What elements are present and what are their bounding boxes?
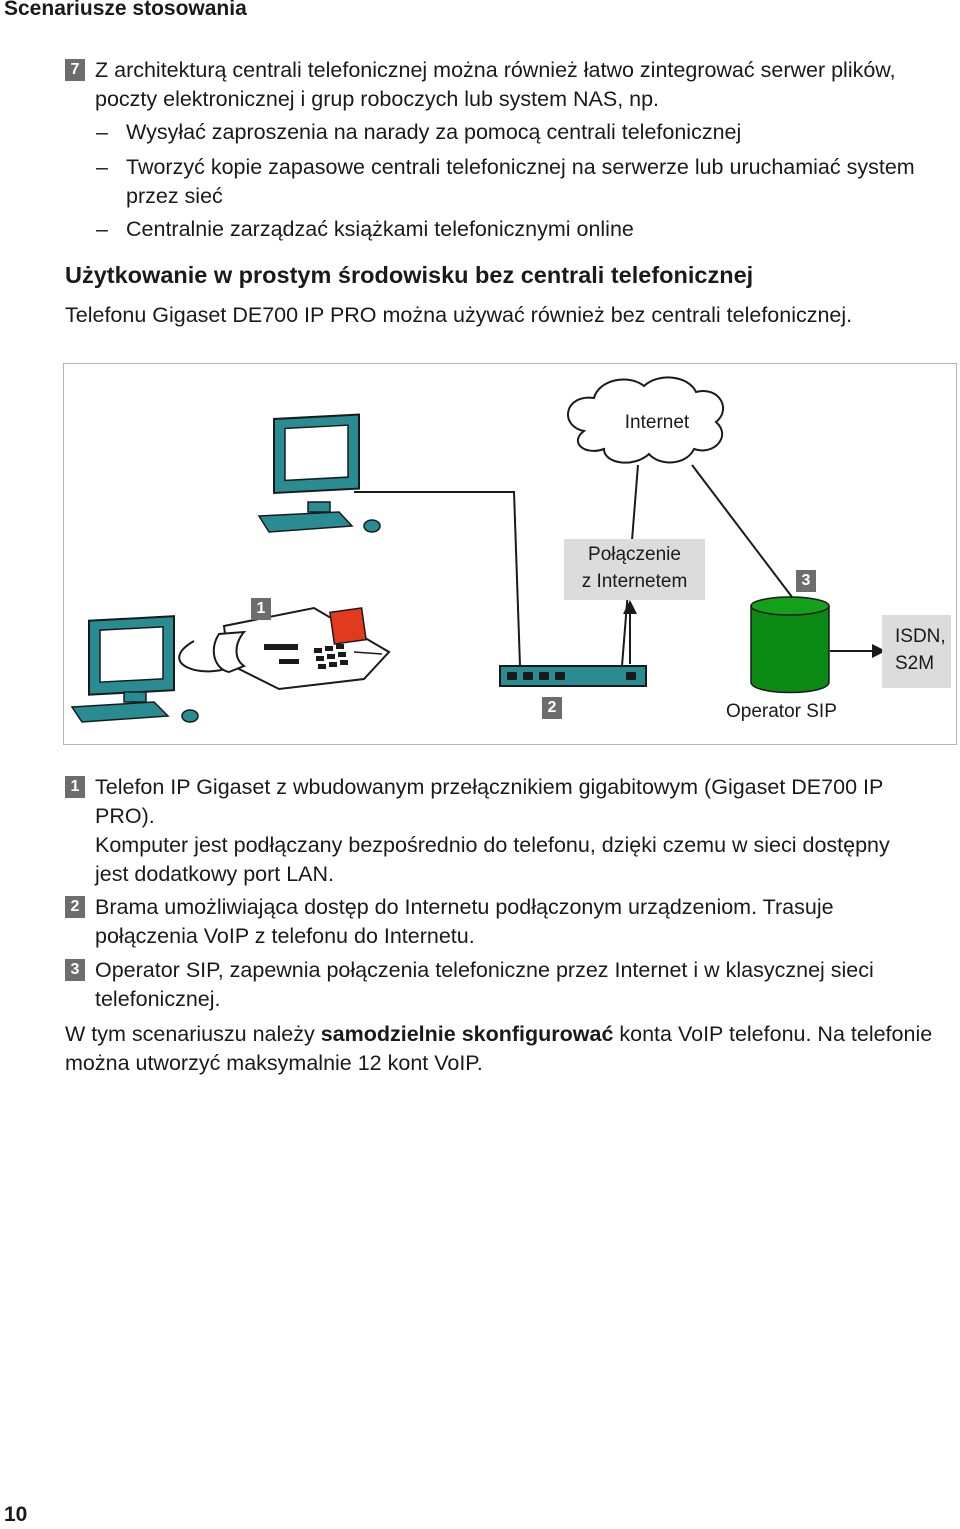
item-text-line: Z architekturą centrali telefonicznej mo… [95,58,896,82]
legend-text-line: połączenia VoIP z telefonu do Internetu. [95,924,475,948]
section-intro: Telefonu Gigaset DE700 IP PRO można używ… [65,303,853,327]
legend-item-1: 1 Telefon IP Gigaset z wbudowanym przełą… [65,773,955,889]
dash-bullet: – [96,120,108,144]
sip-operator-label: Operator SIP [726,701,837,722]
line-internet-to-operator [691,464,793,598]
legend-number-badge: 1 [65,776,85,798]
arrow-up-head [623,600,637,614]
connection-label-line: Połączenie [588,544,681,565]
diagram-badge-2: 2 [542,697,562,719]
connection-label-line: z Internetem [581,571,688,592]
item-text-line: poczty elektronicznej i grup roboczych l… [95,87,660,111]
dash-item-text: przez sieć [126,184,223,208]
isdn-label-line: ISDN, [895,626,946,647]
dash-bullet: – [96,155,108,179]
legend-text-line: jest dodatkowy port LAN. [95,862,335,886]
router-icon [499,665,647,687]
internet-label: Internet [624,412,690,433]
computer-top-icon [257,413,381,533]
item-number-badge: 7 [65,59,85,81]
legend-text-line: PRO). [95,804,155,828]
closing-text: W tym scenariuszu należy [65,1022,321,1046]
connection-lines [178,464,874,673]
closing-bold-text: samodzielnie skonfigurować [320,1022,614,1046]
closing-paragraph: W tym scenariuszu należy samodzielnie sk… [65,1020,957,1078]
internet-connection-label-box: Połączenie z Internetem [564,539,705,600]
legend-number-badge: 3 [65,959,85,981]
legend-item-2: 2 Brama umożliwiająca dostęp do Internet… [65,893,955,951]
legend-text-line: Brama umożliwiająca dostęp do Internetu … [95,895,834,919]
dash-list-item: – Centralnie zarządzać książkami telefon… [96,215,956,244]
closing-text: konta VoIP telefonu. Na telefonie [613,1022,933,1046]
legend-number-badge: 2 [65,896,85,918]
network-diagram: Internet Połączenie z Internetem ISDN, S… [63,363,957,745]
closing-line-1: W tym scenariuszu należy samodzielnie sk… [65,1020,957,1049]
list-item-7: 7 Z architekturą centrali telefonicznej … [65,56,955,114]
legend-item-3: 3 Operator SIP, zapewnia połączenia tele… [65,956,955,1014]
diagram-badge-1: 1 [251,598,271,620]
legend-text-line: Telefon IP Gigaset z wbudowanym przełącz… [95,775,884,799]
section-heading: Użytkowanie w prostym środowisku bez cen… [65,262,754,288]
ip-phone-icon [212,606,391,691]
line-computer-to-router [354,491,521,667]
dash-item-text: Wysyłać zaproszenia na narady za pomocą … [126,120,742,144]
sip-operator-icon [750,596,830,694]
dash-list-item: – Tworzyć kopie zapasowe centrali telefo… [96,153,956,211]
legend-text-line: telefonicznej. [95,987,221,1011]
internet-cloud-icon [567,376,725,464]
arrow-right-head [872,644,886,658]
page-header-title: Scenariusze stosowania [4,0,247,20]
diagram-badge-3: 3 [796,570,816,592]
dash-item-text: Centralnie zarządzać książkami telefonic… [126,217,634,241]
isdn-label-line: S2M [895,653,935,674]
computer-bottom-icon [70,615,199,723]
dash-list-item: – Wysyłać zaproszenia na narady za pomoc… [96,118,956,147]
dash-item-text: Tworzyć kopie zapasowe centrali telefoni… [126,155,915,179]
legend-text-line: Operator SIP, zapewnia połączenia telefo… [95,958,874,982]
closing-line-2: można utworzyć maksymalnie 12 kont VoIP. [65,1051,483,1075]
page-number: 10 [4,1503,28,1526]
diagram-graphics [70,376,886,723]
legend-text-line: Komputer jest podłączany bezpośrednio do… [95,833,890,857]
dash-bullet: – [96,217,108,241]
isdn-label-box: ISDN, S2M [882,615,951,688]
